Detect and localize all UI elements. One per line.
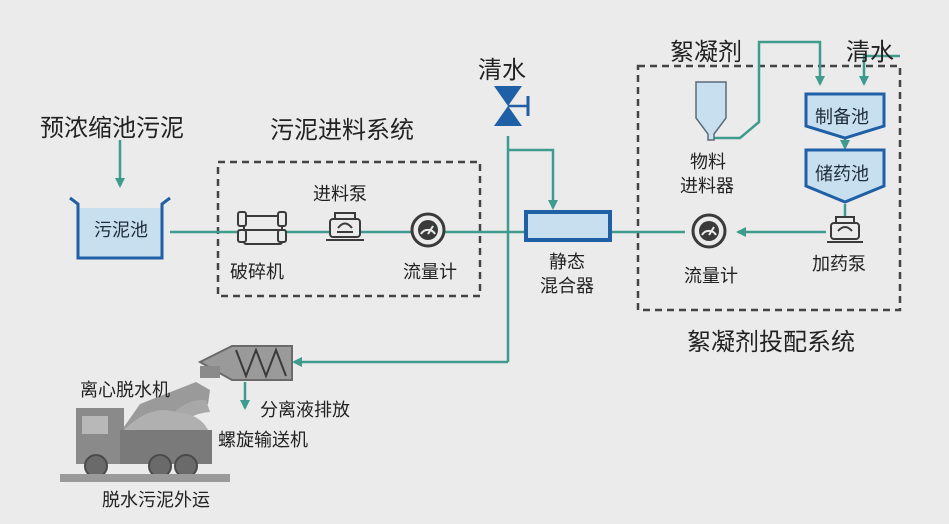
dosing-system-box (636, 64, 902, 312)
flowmeter-icon-2 (691, 213, 727, 249)
funnel-icon (695, 81, 727, 141)
label-prep-tank: 制备池 (815, 107, 869, 128)
label-flocculant: 絮凝剂 (670, 38, 742, 66)
label-sludge-transport: 脱水污泥外运 (102, 490, 210, 511)
storage-tank (804, 148, 886, 204)
dosing-pump-icon (827, 216, 863, 243)
feed-system-box (216, 160, 482, 298)
prep-tank (804, 92, 886, 140)
truck-icon (60, 408, 230, 482)
valve-icon (494, 86, 530, 126)
crusher-icon (237, 211, 287, 245)
label-sludge-source: 预浓缩池污泥 (40, 114, 184, 142)
flowmeter-icon (410, 212, 446, 248)
label-flowmeter-1: 流量计 (403, 262, 457, 283)
label-clear-water-1: 清水 (478, 56, 526, 84)
static-mixer (524, 210, 612, 242)
label-dosing-pump: 加药泵 (812, 254, 866, 275)
label-dosing-system: 絮凝剂投配系统 (687, 328, 855, 356)
label-crusher: 破碎机 (230, 262, 284, 283)
label-material-feeder-1: 物料 (690, 152, 726, 173)
label-static-mixer-1: 静态 (549, 252, 585, 273)
label-separation-discharge: 分离液排放 (260, 400, 350, 421)
pump-icon (326, 212, 364, 241)
label-flowmeter-2: 流量计 (684, 266, 738, 287)
label-clear-water-2: 清水 (846, 38, 894, 66)
label-material-feeder-2: 进料器 (680, 176, 734, 197)
label-feed-system: 污泥进料系统 (270, 116, 414, 144)
label-centrifuge: 离心脱水机 (80, 380, 170, 401)
label-storage-tank: 储药池 (815, 164, 869, 185)
label-screw-conveyor: 螺旋输送机 (218, 430, 308, 451)
label-sludge-tank: 污泥池 (94, 220, 148, 241)
label-feed-pump: 进料泵 (313, 184, 367, 205)
sludge-tank (69, 196, 171, 260)
label-static-mixer-2: 混合器 (540, 276, 594, 297)
